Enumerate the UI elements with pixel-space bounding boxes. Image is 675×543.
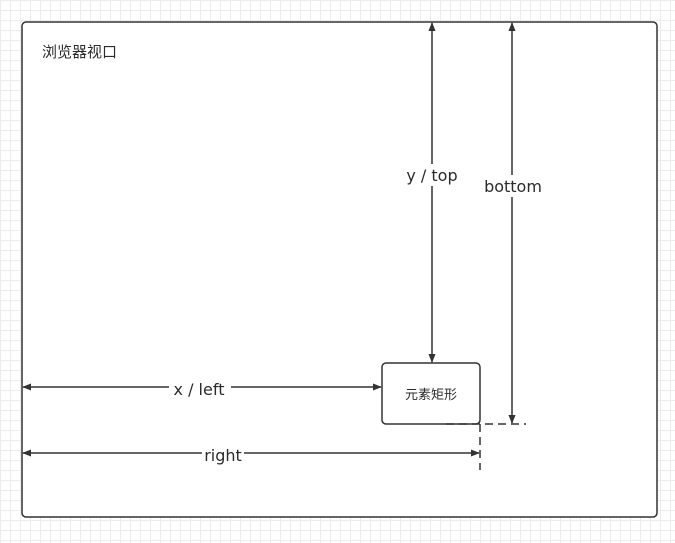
viewport-title: 浏览器视口: [42, 43, 117, 61]
viewport-frame: [21, 21, 658, 518]
element-rect-label: 元素矩形: [405, 388, 457, 403]
right-label: right: [204, 446, 242, 465]
top-label-bg: [402, 164, 462, 186]
bottom-label-bg: [482, 175, 542, 197]
left-label-bg: [169, 378, 231, 398]
top-label: y / top: [406, 166, 457, 185]
left-label: x / left: [174, 380, 225, 399]
right-label-bg: [202, 444, 244, 464]
bottom-label: bottom: [484, 177, 542, 196]
element-rect: [381, 362, 481, 425]
